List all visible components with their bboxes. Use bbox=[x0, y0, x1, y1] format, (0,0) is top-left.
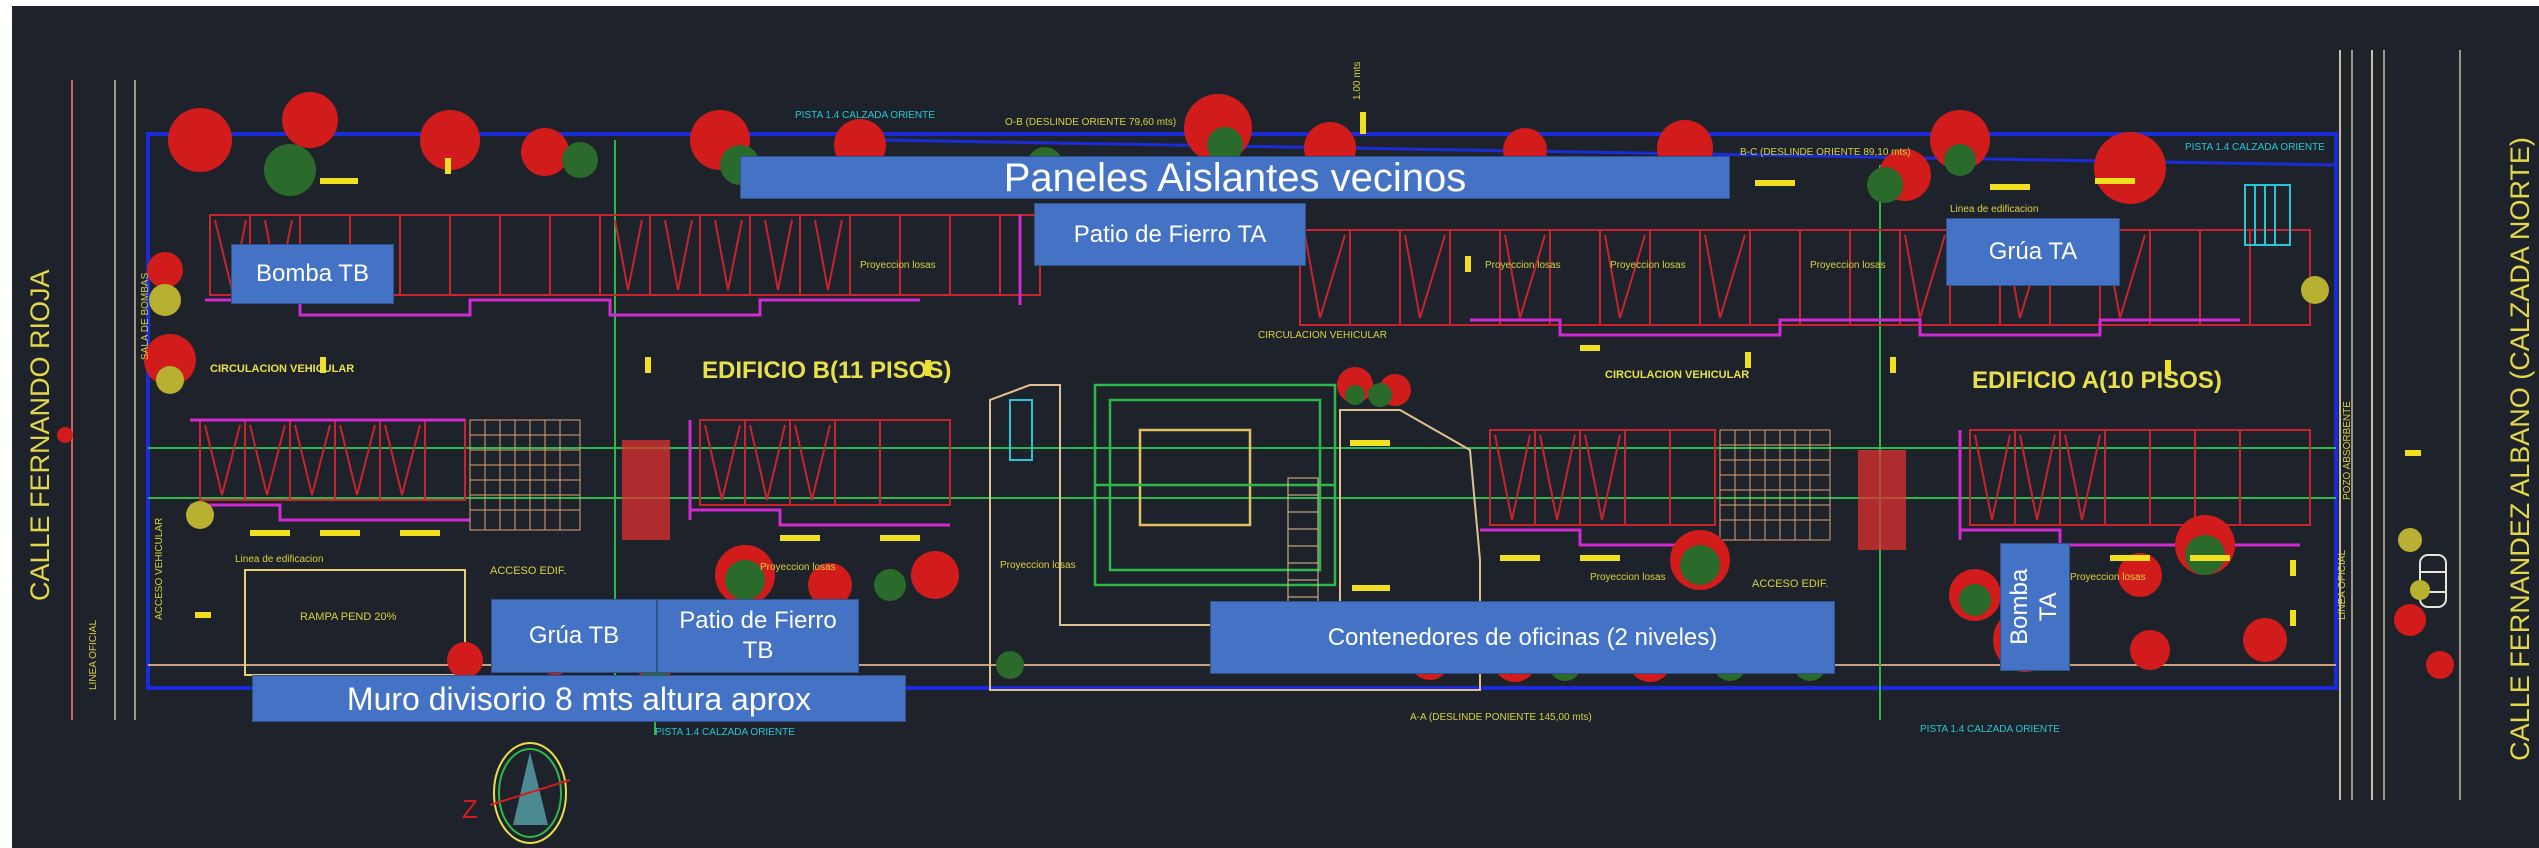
building-a-label: EDIFICIO A(10 PISOS) bbox=[1972, 367, 2222, 394]
svg-text:Proyeccion losas: Proyeccion losas bbox=[860, 260, 936, 271]
walls-bottom bbox=[190, 418, 2300, 547]
svg-text:Z: Z bbox=[462, 794, 478, 824]
svg-text:Proyeccion losas: Proyeccion losas bbox=[1590, 572, 1666, 583]
svg-text:Proyeccion losas: Proyeccion losas bbox=[1485, 260, 1561, 271]
svg-text:B-C (DESLINDE ORIENTE 89,10 mt: B-C (DESLINDE ORIENTE 89,10 mts) bbox=[1740, 147, 1911, 158]
svg-text:POZO ABSORBENTE: POZO ABSORBENTE bbox=[2342, 401, 2353, 500]
svg-text:PISTA 1.4 CALZADA ORIENTE: PISTA 1.4 CALZADA ORIENTE bbox=[1920, 724, 2060, 735]
elevators bbox=[622, 440, 1906, 550]
callout-paneles-aislantes: Paneles Aislantes vecinos bbox=[740, 156, 1730, 200]
svg-text:A-A (DESLINDE PONIENTE 145,00: A-A (DESLINDE PONIENTE 145,00 mts) bbox=[1410, 712, 1592, 723]
callout-bomba-ta: Bomba TA bbox=[2000, 543, 2070, 671]
parking-markers bbox=[195, 112, 2421, 626]
street-east-label: CALLE FERNANDEZ ALBANO (CALZADA NORTE) bbox=[2505, 137, 2535, 761]
callout-grua-tb: Grúa TB bbox=[491, 599, 657, 673]
svg-text:Linea de edificacion: Linea de edificacion bbox=[1950, 204, 2038, 215]
svg-text:Proyeccion losas: Proyeccion losas bbox=[2070, 572, 2146, 583]
svg-text:Proyeccion losas: Proyeccion losas bbox=[1810, 260, 1886, 271]
building-b-label: EDIFICIO B(11 PISOS) bbox=[702, 357, 951, 384]
walls-top bbox=[205, 215, 2240, 337]
svg-text:Proyeccion losas: Proyeccion losas bbox=[760, 562, 836, 573]
svg-text:Proyeccion losas: Proyeccion losas bbox=[1000, 560, 1076, 571]
central-courtyard bbox=[989, 384, 1481, 691]
svg-text:PISTA 1.4 CALZADA ORIENTE: PISTA 1.4 CALZADA ORIENTE bbox=[2185, 142, 2325, 153]
svg-text:1.00 mts: 1.00 mts bbox=[1352, 62, 1363, 100]
stair-core-a bbox=[1719, 429, 1831, 541]
callout-bomba-tb: Bomba TB bbox=[231, 244, 394, 304]
access-label-left: ACCESO EDIF. bbox=[490, 565, 566, 577]
parking-bottom bbox=[199, 419, 2311, 526]
ramp-label: RAMPA PEND 20% bbox=[300, 611, 397, 623]
svg-text:LINEA OFICIAL: LINEA OFICIAL bbox=[2337, 550, 2348, 620]
svg-text:Proyeccion losas: Proyeccion losas bbox=[1610, 260, 1686, 271]
cad-annotations: PISTA 1.4 CALZADA ORIENTE O-B (DESLINDE … bbox=[235, 110, 2325, 738]
svg-text:SALA DE BOMBAS: SALA DE BOMBAS bbox=[140, 272, 151, 360]
svg-text:O-B (DESLINDE ORIENTE 79,60 mt: O-B (DESLINDE ORIENTE 79,60 mts) bbox=[1005, 117, 1176, 128]
circulation-label-left: CIRCULACION VEHICULAR bbox=[210, 363, 354, 375]
cyan-details bbox=[1009, 184, 2291, 461]
callout-patio-fierro-ta: Patio de Fierro TA bbox=[1034, 203, 1306, 266]
callout-bomba-ta-text: Bomba TA bbox=[2006, 568, 2063, 646]
svg-text:PISTA 1.4 CALZADA ORIENTE: PISTA 1.4 CALZADA ORIENTE bbox=[795, 110, 935, 121]
svg-text:PISTA 1.4 CALZADA ORIENTE: PISTA 1.4 CALZADA ORIENTE bbox=[655, 727, 795, 738]
callout-muro-divisorio: Muro divisorio 8 mts altura aprox bbox=[252, 675, 906, 722]
callout-grua-ta: Grúa TA bbox=[1946, 218, 2120, 286]
callout-contenedores-oficinas: Contenedores de oficinas (2 niveles) bbox=[1210, 601, 1835, 674]
svg-text:LINEA OFICIAL: LINEA OFICIAL bbox=[88, 620, 99, 690]
svg-text:ACCESO VEHICULAR: ACCESO VEHICULAR bbox=[154, 518, 165, 620]
access-label-right: ACCESO EDIF. bbox=[1752, 578, 1828, 590]
street-west-label: CALLE FERNANDO RIOJA bbox=[25, 269, 55, 601]
hydrant-icon bbox=[57, 427, 73, 443]
svg-text:CIRCULACION VEHICULAR: CIRCULACION VEHICULAR bbox=[1258, 330, 1387, 341]
north-arrow-icon: Z bbox=[462, 742, 571, 844]
shrubs bbox=[149, 276, 2430, 600]
circulation-label-right: CIRCULACION VEHICULAR bbox=[1605, 369, 1749, 381]
court bbox=[1093, 383, 1337, 587]
axis-lines bbox=[148, 140, 2336, 735]
callout-patio-fierro-tb: Patio de Fierro TB bbox=[657, 599, 859, 673]
stair-core-b bbox=[469, 419, 581, 531]
svg-text:Linea de edificacion: Linea de edificacion bbox=[235, 554, 323, 565]
